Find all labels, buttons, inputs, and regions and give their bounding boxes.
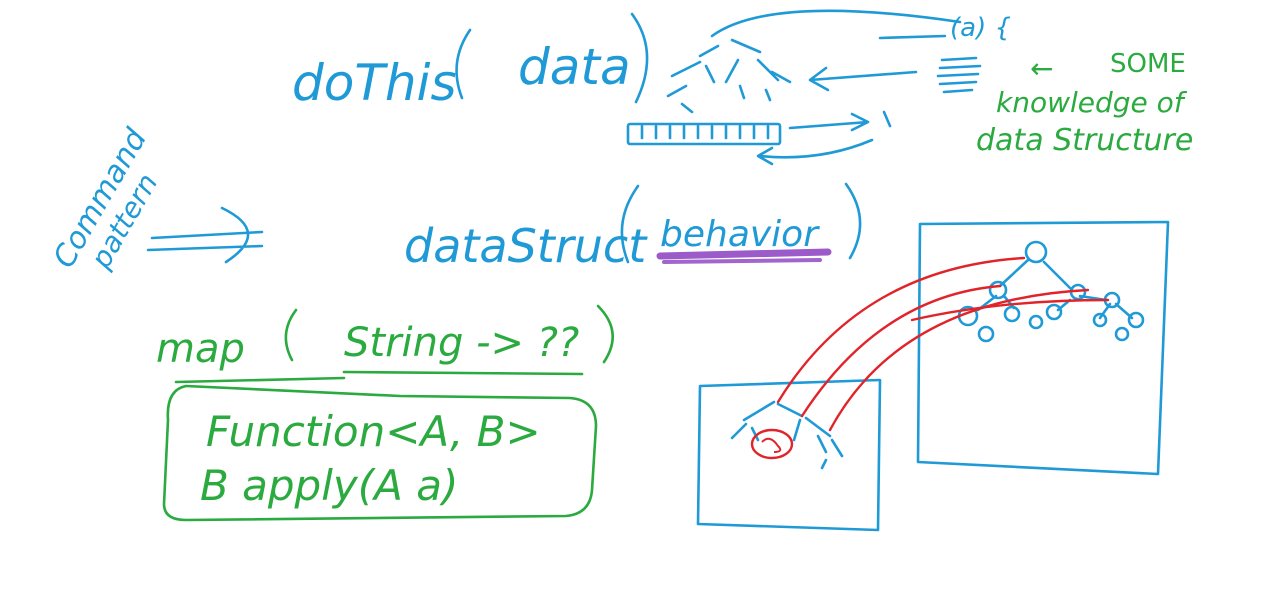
array-box — [626, 122, 782, 146]
highlighted-node — [750, 428, 794, 460]
knowledge-line1: SOME — [1110, 49, 1186, 79]
arrow-curve-top — [710, 9, 962, 38]
small-tree-panel — [696, 378, 882, 532]
mapping-arc-4 — [910, 298, 1110, 322]
large-tree-edges — [976, 258, 1134, 320]
do-this-close-paren — [630, 12, 649, 104]
knowledge-line3: data Structure — [976, 123, 1193, 158]
large-tree-node-k — [1114, 326, 1130, 342]
tree-sketch-branches — [670, 38, 792, 84]
knowledge-note: ← SOME knowledge of data Structure — [976, 49, 1193, 158]
map-underline-left — [174, 376, 346, 384]
mapping-arc-2 — [800, 284, 1002, 418]
arrow-from-array — [788, 112, 870, 132]
large-tree-node-i — [977, 325, 995, 343]
arrow-to-tree — [808, 66, 918, 92]
tree-sketch-leaves — [666, 84, 772, 102]
mapping-arc-3 — [828, 288, 1090, 432]
arrow-tick — [882, 110, 892, 128]
behavior-text: behavior — [660, 214, 820, 255]
tree-sketch-leaf-2 — [680, 102, 694, 114]
function-box-outline — [162, 384, 598, 522]
lambda-body-lines — [936, 56, 982, 94]
lambda-snippet: (a) { — [936, 13, 1011, 94]
knowledge-arrow: ← — [1030, 52, 1053, 85]
tree-sketch-top — [666, 38, 792, 114]
behavior-highlight — [656, 248, 832, 260]
large-tree-frame — [916, 220, 1170, 476]
behavior-highlight-2 — [662, 258, 822, 264]
array-sketch — [626, 122, 782, 146]
knowledge-line2: knowledge of — [996, 86, 1188, 119]
map-open-paren — [284, 308, 298, 362]
large-tree-root — [1024, 240, 1048, 264]
small-tree-frame — [696, 378, 882, 532]
small-tree-branches — [730, 400, 844, 470]
array-cells — [640, 124, 770, 140]
lambda-text: (a) { — [950, 13, 1011, 43]
mapping-arcs — [776, 256, 1110, 432]
map-args-underline — [342, 370, 584, 376]
arrow-line-lambda — [878, 34, 947, 40]
large-tree-node-a — [988, 280, 1008, 300]
data-struct-text: dataStruct — [404, 219, 648, 273]
arrow-return — [756, 138, 874, 166]
do-this-arg-text: data — [518, 38, 631, 96]
do-this-text: doThis — [292, 54, 457, 112]
large-tree-node-f — [1045, 303, 1063, 321]
large-tree-node-h — [1127, 311, 1145, 329]
highlighted-node-mark — [761, 437, 782, 453]
command-pattern-note: Command pattern — [47, 122, 165, 275]
apply-line-text: B apply(A a) — [200, 461, 458, 510]
map-text: map — [156, 326, 245, 372]
large-tree-panel — [916, 220, 1170, 476]
data-struct-call: dataStruct behavior — [404, 182, 862, 273]
flow-arrows-top — [710, 9, 962, 166]
do-this-call: doThis data — [292, 12, 649, 112]
large-tree-node-g — [1092, 312, 1108, 328]
mapping-arc-1 — [776, 256, 1026, 404]
implies-arrow-path — [146, 206, 264, 264]
data-struct-open-paren — [620, 184, 640, 264]
map-close-paren — [596, 304, 614, 364]
implies-arrow — [146, 206, 264, 264]
large-tree-node-j — [1028, 314, 1044, 330]
map-args-text: String -> ?? — [344, 320, 579, 366]
map-call: map String -> ?? — [156, 304, 614, 384]
do-this-open-paren — [455, 28, 472, 100]
function-line-text: Function<A, B> — [206, 407, 541, 456]
large-tree-node-e — [1003, 305, 1021, 323]
data-struct-close-paren — [844, 182, 862, 260]
function-box: Function<A, B> B apply(A a) — [162, 384, 598, 522]
